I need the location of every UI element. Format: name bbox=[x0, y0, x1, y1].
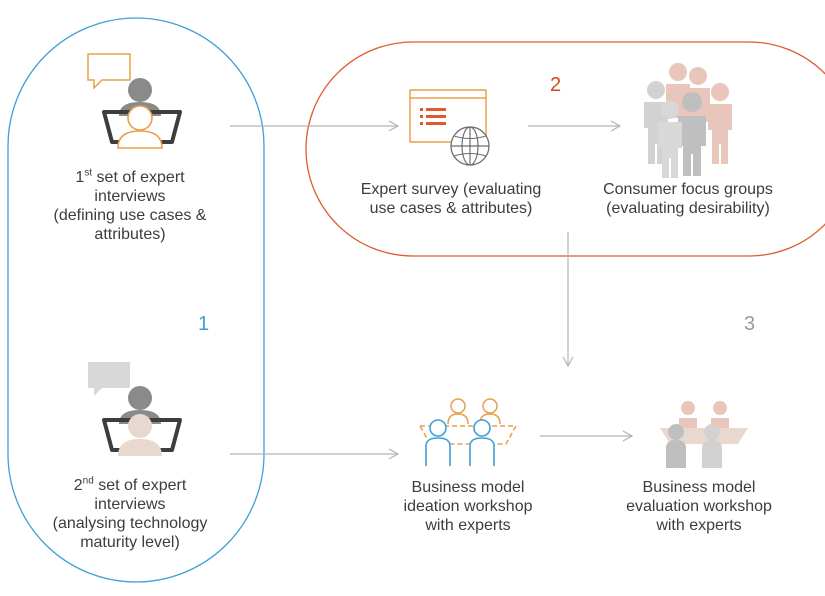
focus-groups-label: Consumer focus groups (evaluating desira… bbox=[603, 181, 773, 217]
expert-interview-icon bbox=[88, 362, 182, 456]
interviews-2-label: 2nd set of expert interviews (analysing … bbox=[52, 475, 208, 551]
online-survey-icon bbox=[409, 89, 490, 166]
phase-1-number: 1 bbox=[198, 313, 210, 335]
phase-2-number: 2 bbox=[550, 74, 562, 96]
workshop-icon bbox=[418, 398, 518, 466]
expert-survey-label: Expert survey (evaluating use cases & at… bbox=[360, 181, 542, 217]
phase-3-number: 3 bbox=[744, 313, 756, 335]
people-group-icon bbox=[644, 63, 732, 178]
expert-interview-icon bbox=[87, 53, 182, 149]
interviews-1-label: 1st set of expert interviews (defining u… bbox=[53, 167, 207, 243]
evaluation-workshop-label: Business model evaluation workshop with … bbox=[626, 479, 772, 534]
phase-2-boundary bbox=[305, 41, 825, 257]
ideation-workshop-label: Business model ideation workshop with ex… bbox=[403, 479, 533, 534]
phase-1-boundary bbox=[7, 17, 265, 583]
workshop-icon bbox=[660, 401, 748, 468]
